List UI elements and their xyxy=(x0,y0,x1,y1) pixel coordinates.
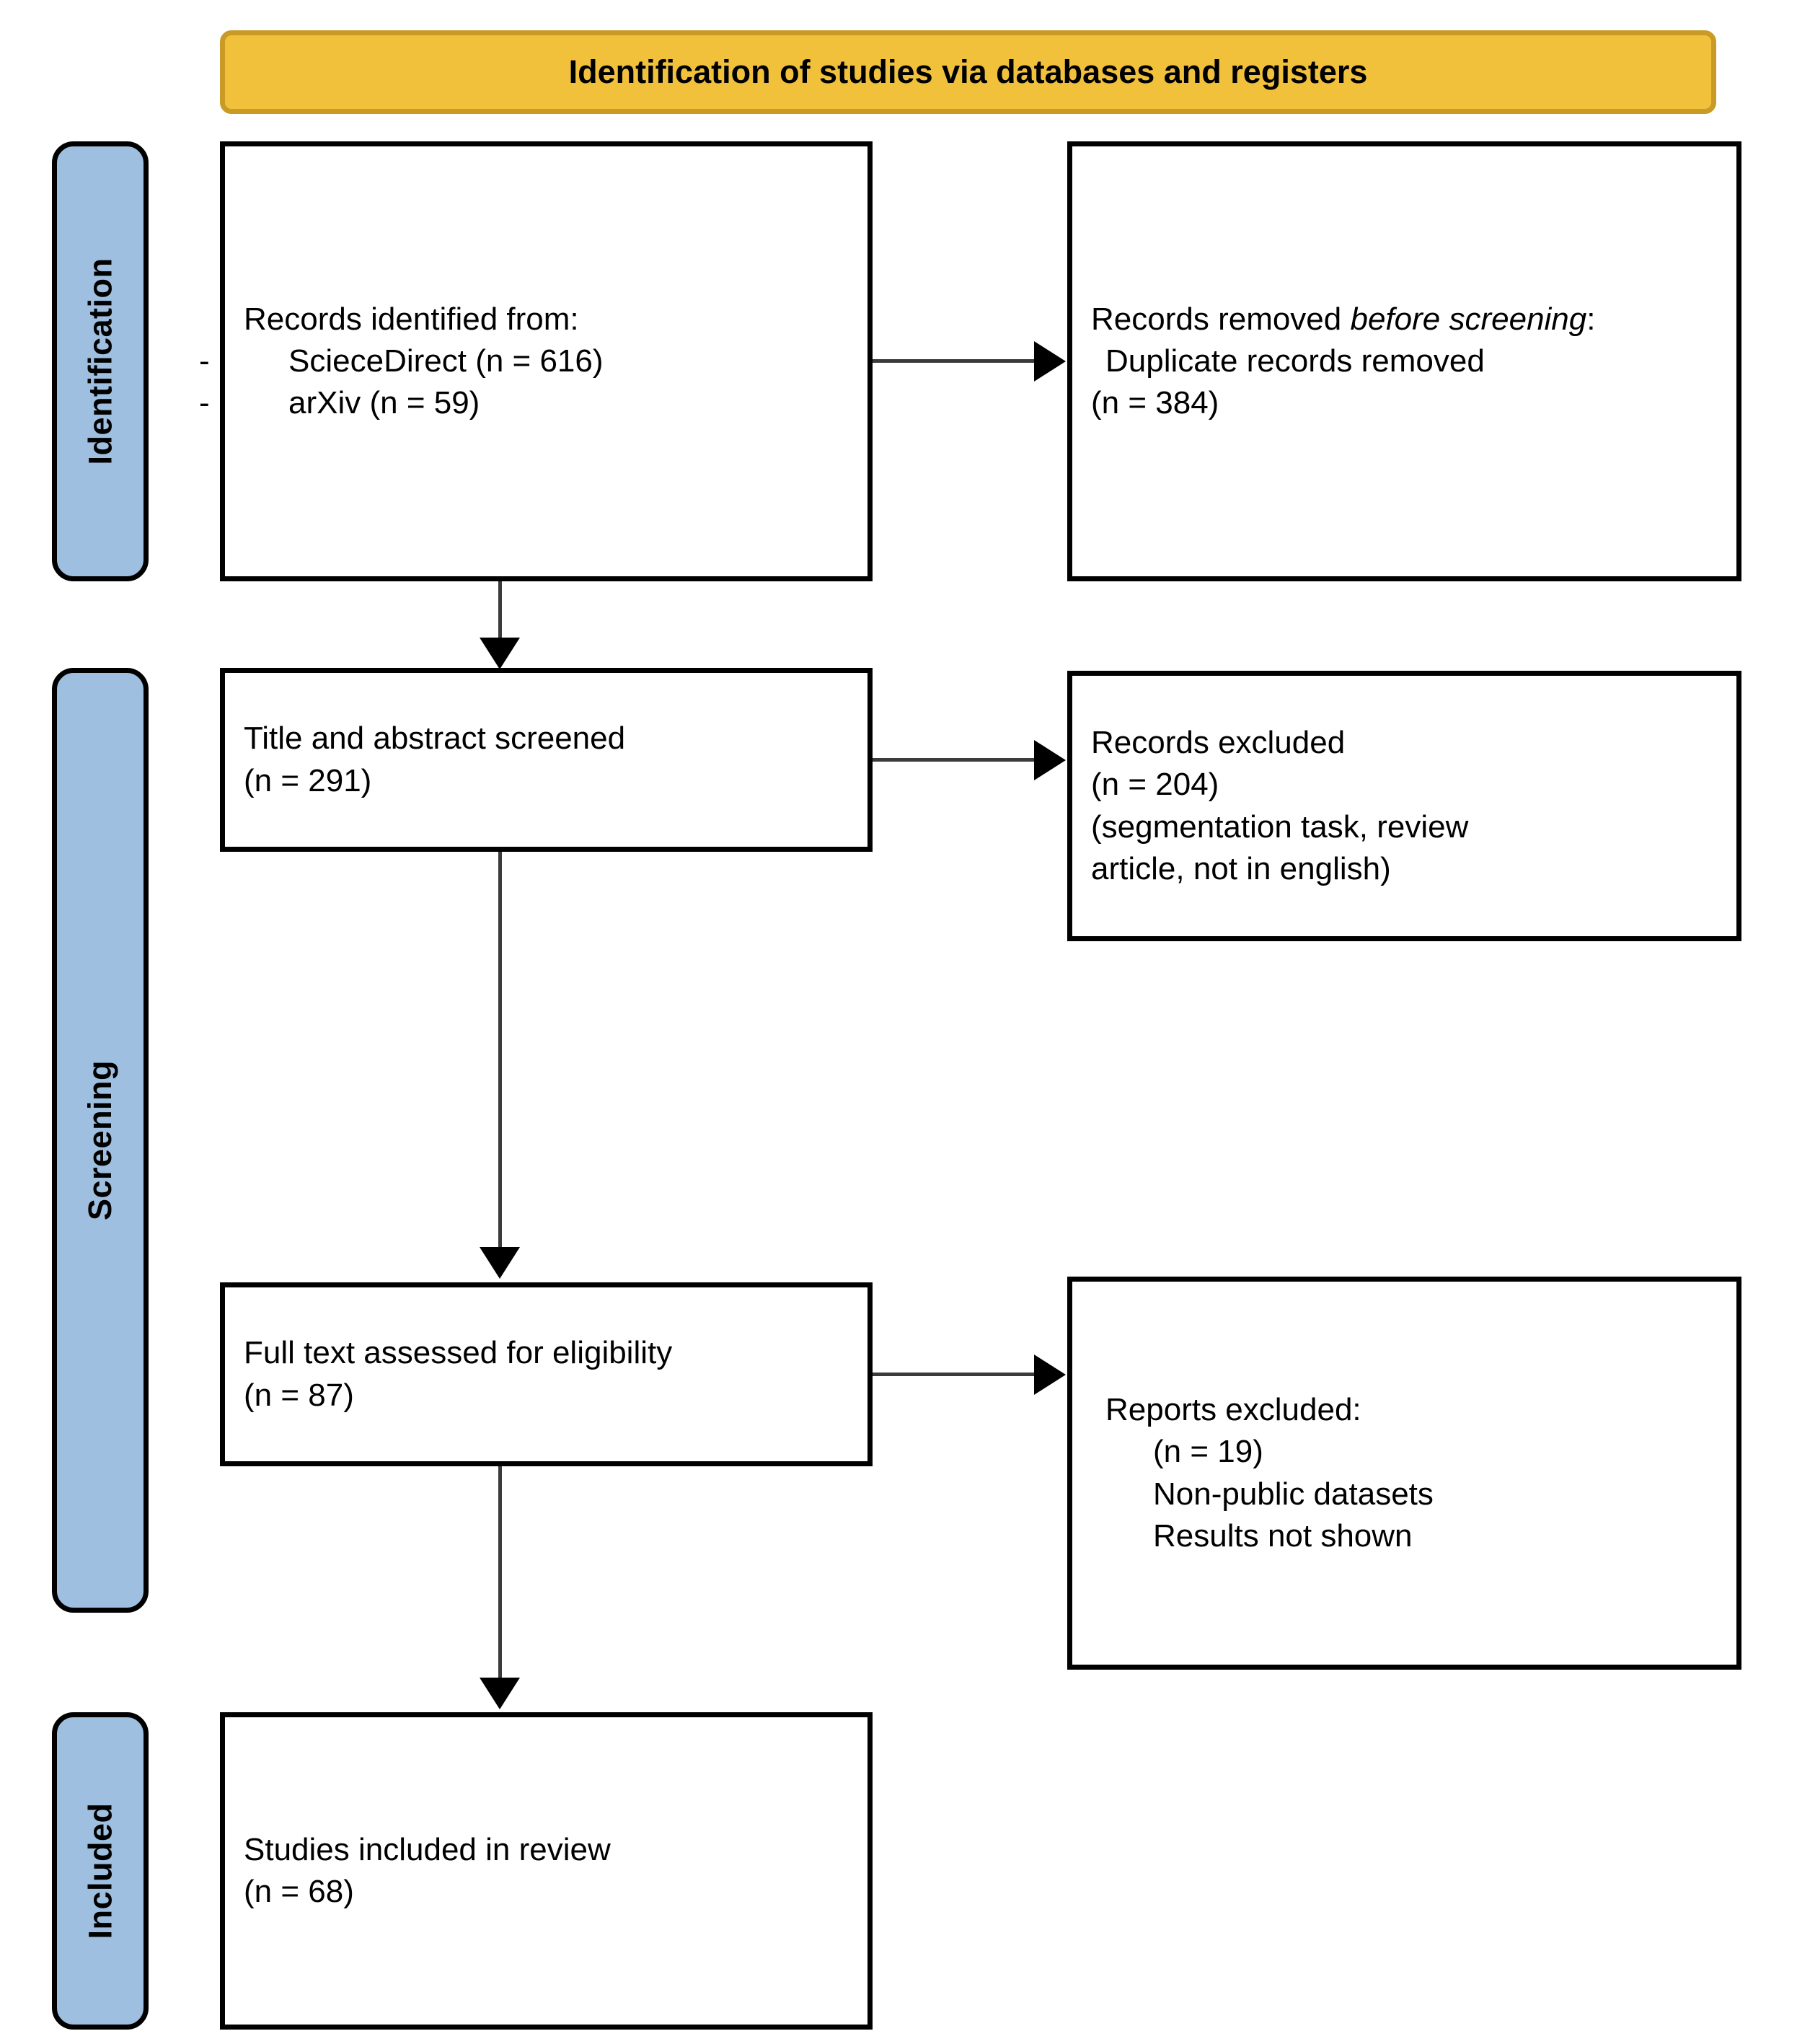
reports-excluded-line1: Reports excluded: xyxy=(1105,1392,1361,1428)
records-identified-item-0: - ScieceDirect (n = 616) xyxy=(199,340,849,382)
banner-title: Identification of studies via databases … xyxy=(568,53,1368,90)
box-records-removed-text: Records removed before screening: Duplic… xyxy=(1072,299,1736,424)
stage-label-screening: Screening xyxy=(52,668,149,1613)
stage-label-included: Included xyxy=(52,1712,149,2030)
stage-label-identification: Identification xyxy=(52,141,149,581)
connector-fulltext-to-included-line xyxy=(498,1466,502,1679)
connector-screened-to-excluded-line xyxy=(873,758,1037,762)
records-excluded-line2: (n = 204) xyxy=(1091,767,1219,803)
box-records-excluded-text: Records excluded (n = 204) (segmentation… xyxy=(1072,722,1736,889)
screened-line2: (n = 291) xyxy=(244,762,372,798)
included-line1: Studies included in review xyxy=(244,1831,611,1867)
records-identified-heading: Records identified from: xyxy=(244,301,579,337)
arrow-right-icon xyxy=(1034,1354,1066,1395)
list-dash: - xyxy=(199,343,210,379)
box-fulltext-assessed: Full text assessed for eligibility (n = … xyxy=(220,1282,873,1466)
box-title-abstract-screened: Title and abstract screened (n = 291) xyxy=(220,668,873,852)
connector-fulltext-to-reports-excluded-line xyxy=(873,1373,1037,1376)
reports-excluded-line4: Results not shown xyxy=(1153,1517,1413,1554)
box-records-excluded: Records excluded (n = 204) (segmentation… xyxy=(1067,671,1741,941)
arrow-right-icon xyxy=(1034,740,1066,780)
connector-screened-to-fulltext-line xyxy=(498,852,502,1250)
box-reports-excluded: Reports excluded: (n = 19) Non-public da… xyxy=(1067,1277,1741,1670)
records-removed-line3: (n = 384) xyxy=(1091,385,1219,421)
box-reports-excluded-text: Reports excluded: (n = 19) Non-public da… xyxy=(1072,1389,1736,1556)
arrow-down-icon xyxy=(480,1247,520,1279)
records-removed-suffix: : xyxy=(1586,301,1596,337)
box-fulltext-assessed-text: Full text assessed for eligibility (n = … xyxy=(225,1332,867,1416)
records-identified-item-1: - arXiv (n = 59) xyxy=(199,382,849,424)
records-removed-prefix: Records removed xyxy=(1091,301,1351,337)
box-records-identified: Records identified from: - ScieceDirect (… xyxy=(199,141,873,581)
records-identified-item-0-text: ScieceDirect (n = 616) xyxy=(288,343,604,379)
stage-label-screening-text: Screening xyxy=(81,1060,119,1221)
box-records-removed: Records removed before screening: Duplic… xyxy=(1067,141,1741,581)
records-identified-item-1-text: arXiv (n = 59) xyxy=(288,385,480,421)
box-title-abstract-screened-text: Title and abstract screened (n = 291) xyxy=(225,718,867,801)
box-records-identified-text: Records identified from: - ScieceDirect (… xyxy=(199,299,867,424)
screened-line1: Title and abstract screened xyxy=(244,721,626,757)
stage-label-identification-text: Identification xyxy=(81,257,118,465)
list-dash: - xyxy=(199,385,210,421)
arrow-right-icon xyxy=(1034,341,1066,382)
connector-identified-to-screened-line xyxy=(498,581,502,643)
records-excluded-line1: Records excluded xyxy=(1091,725,1346,761)
records-removed-heading: Records removed before screening: xyxy=(1091,299,1718,340)
connector-identified-to-removed-line xyxy=(873,359,1037,363)
records-removed-line2: Duplicate records removed xyxy=(1105,343,1485,379)
reports-excluded-line3: Non-public datasets xyxy=(1153,1476,1434,1512)
header-banner: Identification of studies via databases … xyxy=(220,30,1716,114)
box-studies-included: Studies included in review (n = 68) xyxy=(220,1712,873,2030)
included-line2: (n = 68) xyxy=(244,1874,354,1909)
reports-excluded-line2: (n = 19) xyxy=(1153,1434,1263,1470)
box-studies-included-text: Studies included in review (n = 68) xyxy=(225,1829,867,1913)
records-excluded-line3: (segmentation task, review xyxy=(1091,809,1469,845)
fulltext-line2: (n = 87) xyxy=(244,1377,354,1413)
stage-label-included-text: Included xyxy=(81,1802,119,1939)
arrow-down-icon xyxy=(480,638,520,669)
records-excluded-line4: article, not in english) xyxy=(1091,850,1391,886)
records-removed-italic: before screening xyxy=(1350,301,1587,337)
arrow-down-icon xyxy=(480,1678,520,1709)
fulltext-line1: Full text assessed for eligibility xyxy=(244,1335,673,1371)
